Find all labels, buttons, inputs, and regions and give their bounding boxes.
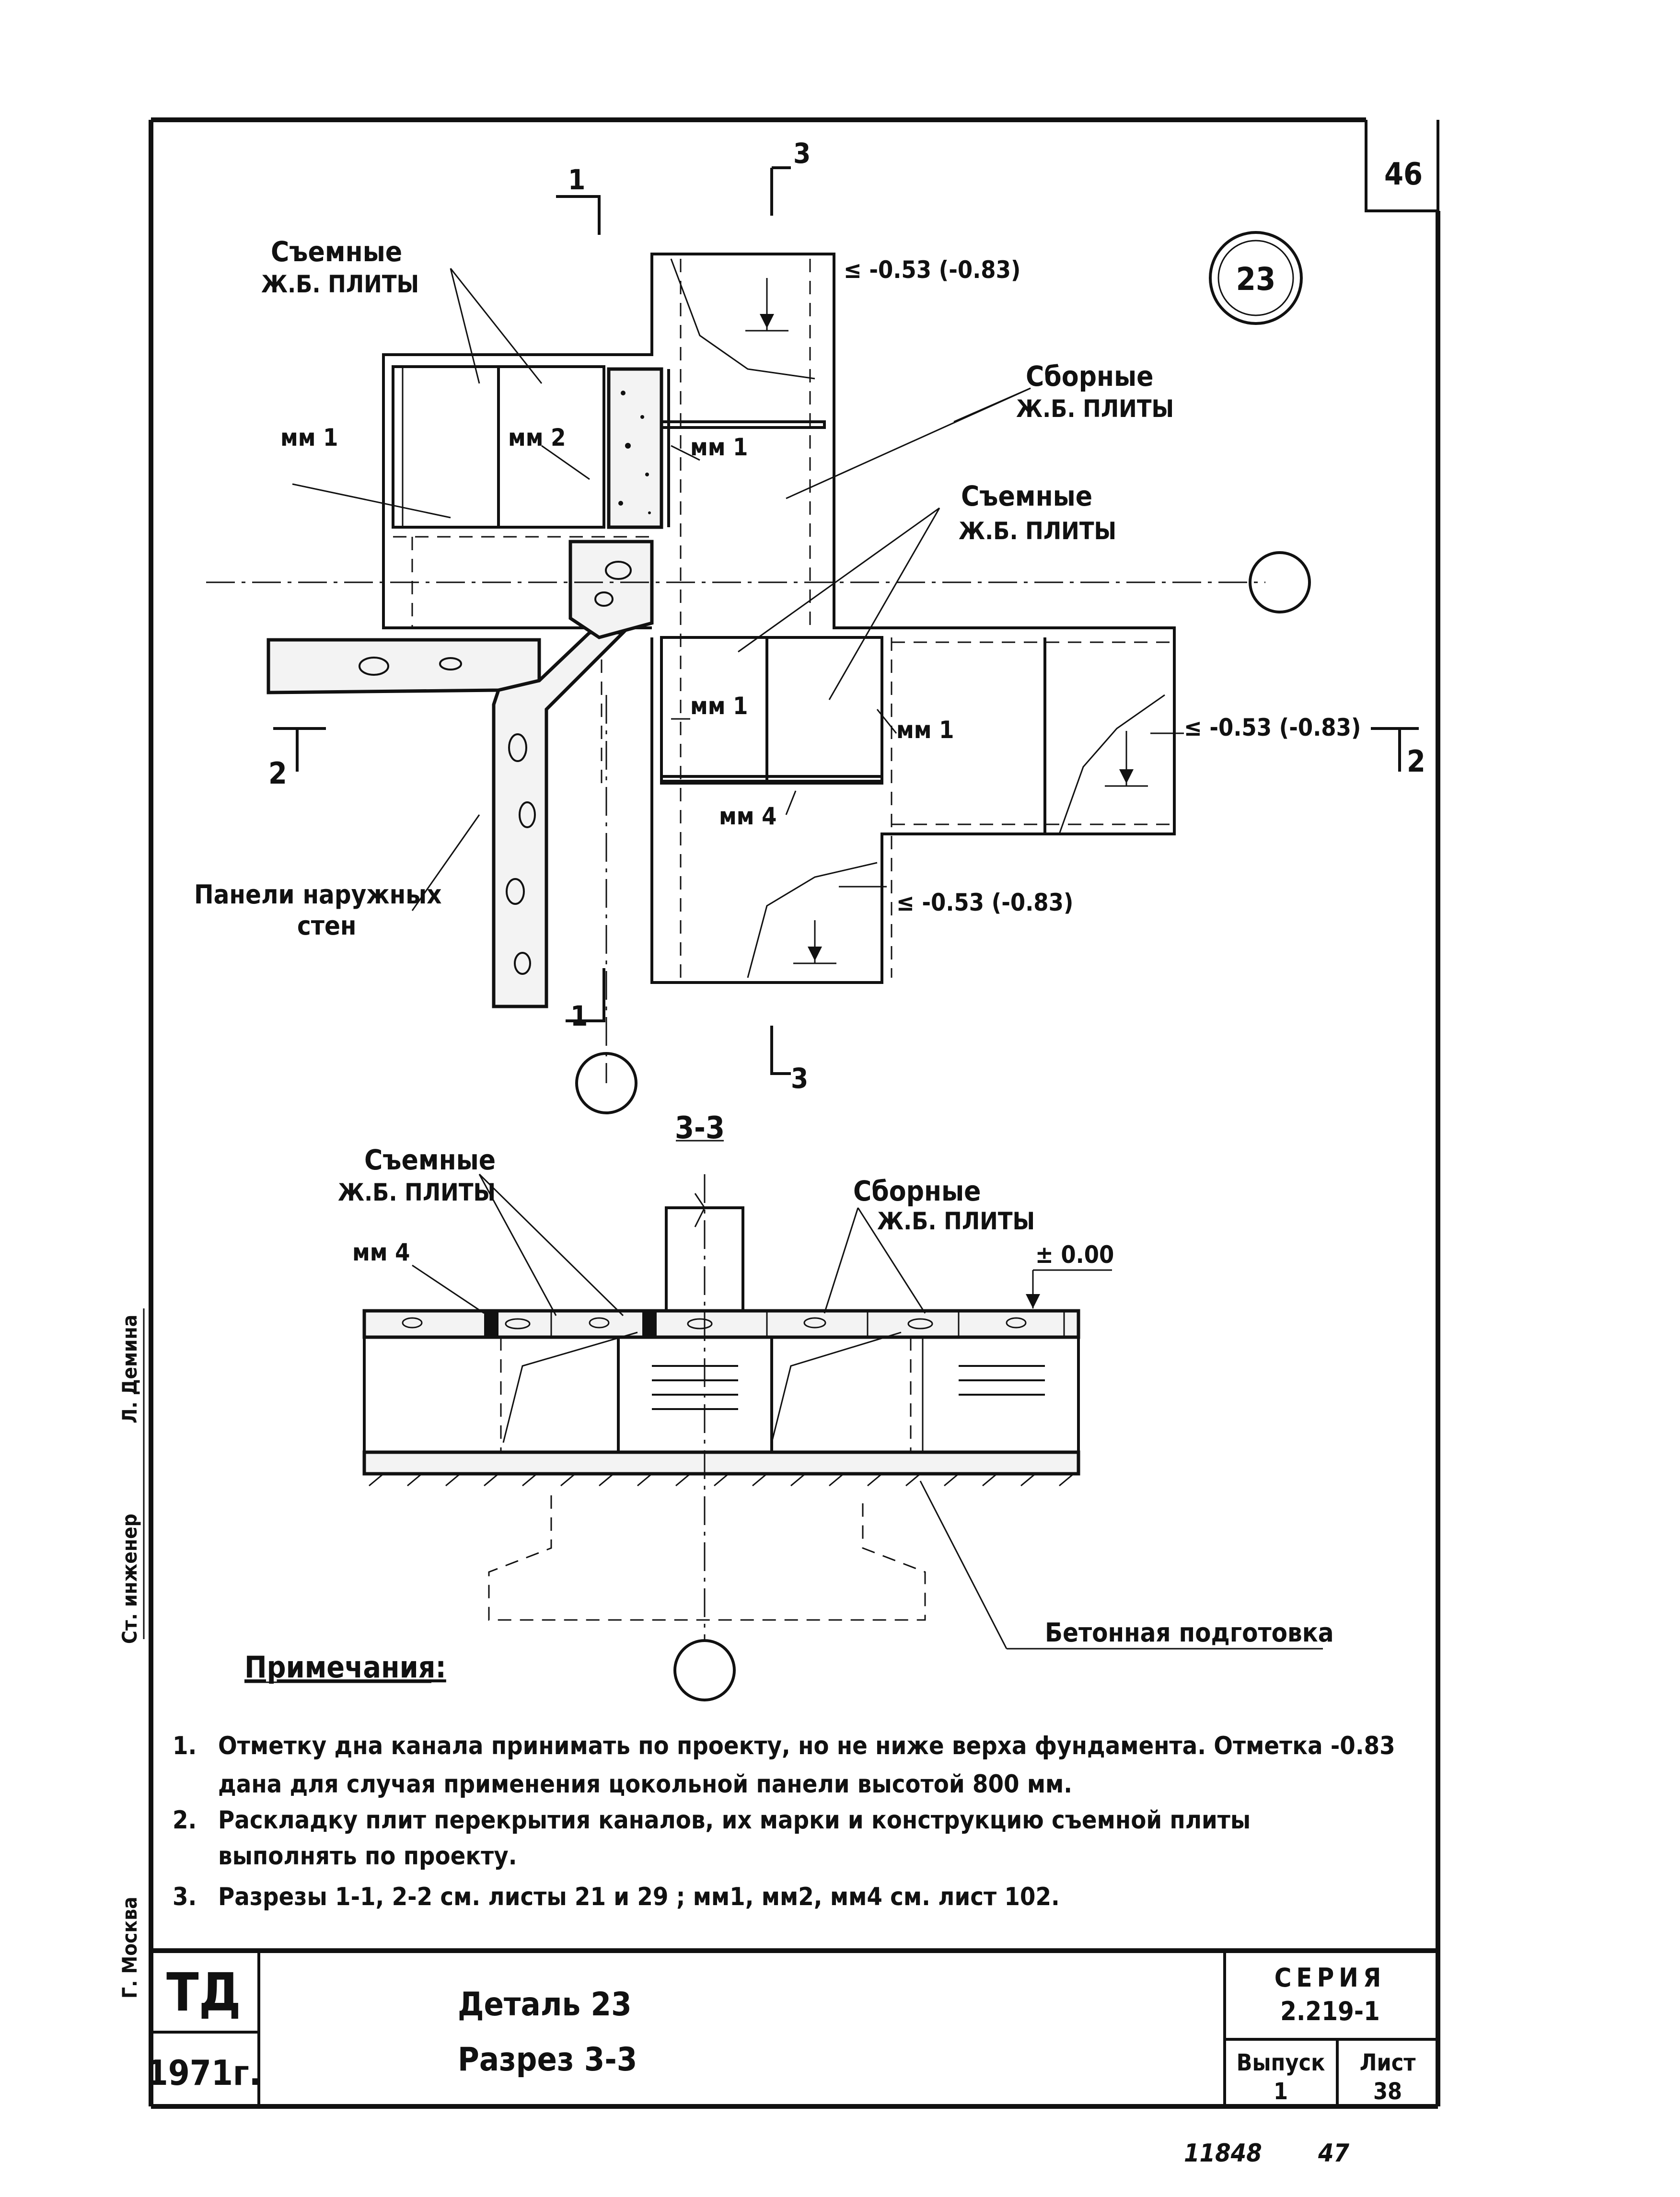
notes-list: 1. Отметку дна канала принимать по проек… <box>173 1732 1395 1911</box>
note-1-line-1: Отметку дна канала принимать по проекту,… <box>218 1732 1395 1760</box>
mark-mm4: мм 4 <box>719 802 776 830</box>
note-1-number: 1. <box>173 1732 197 1760</box>
section-mark-1-bottom: 1 <box>570 1000 588 1032</box>
title-block-sheet-label: Лист <box>1360 2049 1416 2076</box>
note-2-line-1: Раскладку плит перекрытия каналов, их ма… <box>218 1806 1251 1835</box>
note-3-line-1: Разрезы 1-1, 2-2 см. листы 21 и 29 ; мм1… <box>218 1883 1060 1911</box>
elevation-symbol-right <box>1105 731 1148 787</box>
mark-mm2: мм 2 <box>508 424 566 451</box>
title-block-sheet-value: 38 <box>1373 2078 1402 2105</box>
elevation-top: ≤ -0.53 (-0.83) <box>844 256 1020 284</box>
title-block-series-value: 2.219-1 <box>1280 1996 1380 2026</box>
title-block-title-2: Разрез 3-3 <box>458 2041 637 2079</box>
section-mark-2-right: 2 <box>1407 744 1425 779</box>
brick-hatch <box>652 1365 1045 1410</box>
side-stamp-engineer: Ст. инженер <box>118 1514 141 1644</box>
mark-mm1-a: мм 1 <box>280 424 338 451</box>
title-block-org: ТД <box>166 1962 241 2023</box>
label-removable-plates-2: Съемные <box>961 480 1092 512</box>
section-mark-3-top: 3 <box>793 137 811 170</box>
elevation-symbol-top <box>745 278 788 332</box>
notes-heading: Примечания: <box>244 1650 446 1685</box>
label-rc-plates-2: Ж.Б. ПЛИТЫ <box>959 517 1116 545</box>
ground-hatch <box>364 1473 1078 1487</box>
label-precast-plates: Сборные <box>1026 360 1154 393</box>
label-rc-plates-1: Ж.Б. ПЛИТЫ <box>261 270 419 298</box>
footer-archive-number: 11848 <box>1184 2139 1262 2168</box>
side-stamp-city: Г. Москва <box>118 1896 141 1999</box>
label-outer-wall-panels-2: стен <box>297 911 356 941</box>
slab-aggregate <box>402 1317 1027 1330</box>
title-block-issue-label: Выпуск <box>1237 2049 1325 2076</box>
section-label-precast-plates: Сборные <box>853 1175 981 1207</box>
title-block-issue-value: 1 <box>1274 2078 1288 2105</box>
section-label-zero-elevation: ± 0.00 <box>1035 1241 1114 1269</box>
section-label-removable-plates: Съемные <box>364 1144 496 1176</box>
plan-view <box>206 166 1419 1114</box>
detail-marker <box>1209 231 1303 325</box>
sheet-number: 46 <box>1384 157 1423 192</box>
section-label-rc-plates: Ж.Б. ПЛИТЫ <box>338 1179 496 1206</box>
mark-mm1-c: мм 1 <box>690 692 748 720</box>
elevation-bottom: ≤ -0.53 (-0.83) <box>896 889 1073 916</box>
note-2-number: 2. <box>173 1806 197 1835</box>
mark-mm1-b: мм 1 <box>690 433 748 461</box>
title-block-year: 1971г. <box>147 2053 261 2093</box>
elevation-right: ≤ -0.53 (-0.83) <box>1184 714 1361 741</box>
section-mark-1-top: 1 <box>568 163 585 196</box>
panel-aggregate <box>359 561 632 975</box>
section-mark-3-bottom: 3 <box>791 1062 808 1095</box>
filler-speckles <box>618 391 651 514</box>
note-1-line-2: дана для случая применения цокольной пан… <box>218 1770 1072 1799</box>
section-label-concrete-prep: Бетонная подготовка <box>1045 1618 1334 1648</box>
section-view <box>362 1140 1323 1701</box>
mark-mm1-d: мм 1 <box>896 716 954 744</box>
note-3-number: 3. <box>173 1883 197 1911</box>
note-2-line-2: выполнять по проекту. <box>218 1842 517 1871</box>
section-mark-2-left: 2 <box>268 756 287 791</box>
footer-page-number: 47 <box>1318 2139 1350 2168</box>
section-title: 3-3 <box>675 1110 725 1146</box>
label-outer-wall-panels-1: Панели наружных <box>194 879 441 910</box>
side-stamp: Ст. инженер Л. Демина Г. Москва <box>118 1308 145 1999</box>
section-label-mm4: мм 4 <box>352 1238 410 1266</box>
elevation-symbol-bottom <box>793 920 836 964</box>
title-block-title-1: Деталь 23 <box>458 1986 632 2024</box>
title-block <box>151 1948 1438 2106</box>
detail-number: 23 <box>1236 261 1276 298</box>
title-block-series-label: СЕРИЯ <box>1274 1963 1386 1993</box>
side-stamp-name: Л. Демина <box>118 1315 141 1423</box>
slab-joints <box>550 1311 1065 1337</box>
label-rc-plates-3: Ж.Б. ПЛИТЫ <box>1016 395 1174 423</box>
section-label-rc-plates-2: Ж.Б. ПЛИТЫ <box>877 1207 1035 1235</box>
label-removable-plates-1: Съемные <box>271 235 402 268</box>
